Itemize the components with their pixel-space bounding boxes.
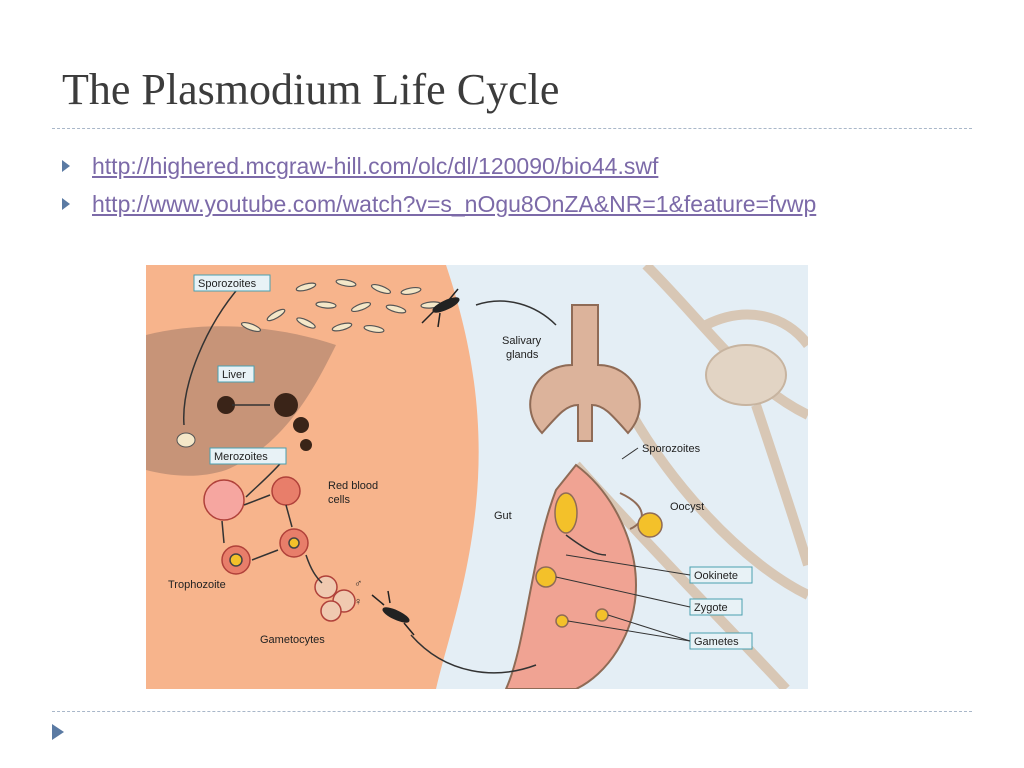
label-female-symbol: ♀ <box>354 596 362 608</box>
mosquito-head <box>705 344 787 406</box>
salivary-glands <box>529 304 641 442</box>
mosquito-icon-bottom <box>371 590 415 636</box>
slide-title: The Plasmodium Life Cycle <box>62 65 560 114</box>
label-red-blood-line2: cells <box>328 494 351 506</box>
label-zygote: Zygote <box>694 602 728 614</box>
link-youtube[interactable]: http://www.youtube.com/watch?v=s_nOgu8On… <box>92 191 817 217</box>
label-salivary-line2: glands <box>506 349 539 361</box>
list-item: http://www.youtube.com/watch?v=s_nOgu8On… <box>62 190 962 218</box>
label-sporozoites-right: Sporozoites <box>642 443 701 455</box>
list-item: http://highered.mcgraw-hill.com/olc/dl/1… <box>62 152 962 180</box>
label-gut: Gut <box>494 510 512 522</box>
label-gametocytes: Gametocytes <box>260 634 325 646</box>
label-trophozoite: Trophozoite <box>168 579 226 591</box>
label-oocyst: Oocyst <box>670 501 704 513</box>
cycle-arrows <box>183 284 607 674</box>
link-mcgraw-hill[interactable]: http://highered.mcgraw-hill.com/olc/dl/1… <box>92 153 659 179</box>
label-merozoites: Merozoites <box>214 451 268 463</box>
link-list: http://highered.mcgraw-hill.com/olc/dl/1… <box>62 152 962 228</box>
mosquito-icon-top <box>421 288 460 328</box>
diagram-labels: Sporozoites Liver Merozoites Red blood c… <box>168 274 753 650</box>
sporozoite-swarm <box>240 278 442 334</box>
liver-stage-cells <box>176 393 312 451</box>
footer-divider <box>52 711 972 712</box>
gut-stage-cells <box>535 492 663 628</box>
title-divider <box>52 128 972 129</box>
bullet-arrow-icon <box>62 198 70 210</box>
label-male-symbol: ♂ <box>354 578 362 590</box>
plasmodium-life-cycle-diagram: Sporozoites Liver Merozoites Red blood c… <box>146 265 808 689</box>
mosquito-gut <box>504 463 643 689</box>
label-gametes: Gametes <box>694 636 739 648</box>
slide-nav-arrow-icon <box>52 724 64 740</box>
label-sporozoites-top: Sporozoites <box>198 278 257 290</box>
bullet-arrow-icon <box>62 160 70 172</box>
label-pointer-lines <box>555 447 691 642</box>
label-red-blood-line1: Red blood <box>328 480 378 492</box>
label-ookinete: Ookinete <box>694 570 738 582</box>
blood-stage-cells <box>203 476 309 575</box>
label-liver: Liver <box>222 369 246 381</box>
label-salivary-line1: Salivary <box>502 335 542 347</box>
